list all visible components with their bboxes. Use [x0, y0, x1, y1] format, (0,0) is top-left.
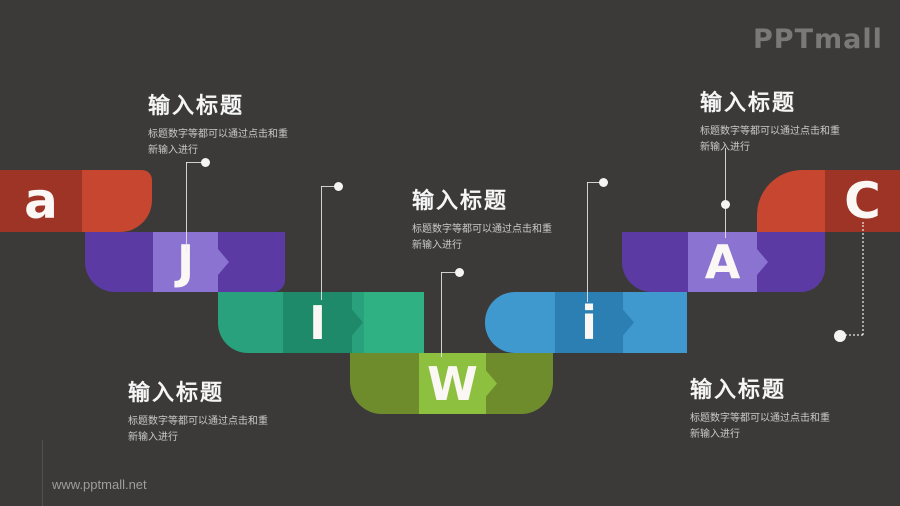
block-body-line1: 标题数字等都可以通过点击和重	[690, 413, 830, 424]
connector-dotted-line	[862, 222, 864, 335]
segment-letter-i-lower: i	[581, 295, 597, 350]
connector-line	[321, 186, 334, 187]
block-title: 输入标题	[690, 377, 787, 402]
ribbon-highlight-i-lower: i	[555, 292, 634, 353]
arrow-tip-icon	[218, 249, 229, 275]
pptmall-logo: PPTmall	[753, 24, 883, 55]
block-body: 标题数字等都可以通过点击和重 新输入进行	[700, 124, 840, 156]
block-body-line2: 新输入进行	[148, 145, 198, 156]
ribbon-segment-c: C	[825, 170, 900, 232]
connector-line	[441, 272, 442, 357]
block-body: 标题数字等都可以通过点击和重 新输入进行	[148, 127, 288, 159]
block-title: 输入标题	[148, 93, 245, 118]
block-body-line2: 新输入进行	[690, 429, 740, 440]
block-body: 标题数字等都可以通过点击和重 新输入进行	[128, 414, 268, 446]
watermark-url: www.pptmall.net	[52, 477, 147, 492]
segment-letter-w: W	[427, 356, 478, 411]
corner-divider-line	[42, 440, 43, 506]
connector-dot	[599, 178, 608, 187]
text-block-bottom-right: 输入标题 标题数字等都可以通过点击和重 新输入进行	[690, 372, 830, 443]
segment-letter-a2: A	[704, 235, 741, 289]
connector-line	[725, 148, 726, 238]
block-title: 输入标题	[128, 380, 225, 405]
text-block-top-left: 输入标题 标题数字等都可以通过点击和重 新输入进行	[148, 88, 288, 159]
connector-line	[321, 186, 322, 300]
connector-dot	[455, 268, 464, 277]
block-body: 标题数字等都可以通过点击和重 新输入进行	[412, 222, 552, 254]
connector-line	[186, 162, 201, 163]
connector-dotted-line	[845, 334, 863, 336]
arrow-tip-icon	[757, 249, 768, 275]
connector-dot	[334, 182, 343, 191]
block-title: 输入标题	[412, 188, 509, 213]
connector-line	[441, 272, 455, 273]
segment-letter-c: C	[844, 172, 881, 230]
ribbon-fold-red-right	[757, 170, 825, 232]
segment-letter-j: J	[176, 235, 195, 289]
ribbon-highlight-j: J	[153, 232, 229, 292]
block-body: 标题数字等都可以通过点击和重 新输入进行	[690, 411, 830, 443]
text-block-bottom-left: 输入标题 标题数字等都可以通过点击和重 新输入进行	[128, 375, 268, 446]
ribbon-segment-i-band-right	[364, 292, 424, 353]
block-body-line1: 标题数字等都可以通过点击和重	[148, 129, 288, 140]
block-body-line1: 标题数字等都可以通过点击和重	[700, 126, 840, 137]
ribbon-segment-a: a	[0, 170, 82, 232]
block-body-line2: 新输入进行	[700, 142, 750, 153]
connector-line	[186, 162, 187, 252]
block-title: 输入标题	[700, 90, 797, 115]
ribbon-highlight-w: W	[419, 353, 497, 414]
block-body-line1: 标题数字等都可以通过点击和重	[412, 224, 552, 235]
connector-line	[587, 182, 600, 183]
block-body-line2: 新输入进行	[128, 432, 178, 443]
connector-dot	[721, 200, 730, 209]
arrow-tip-icon	[352, 309, 363, 336]
text-block-center: 输入标题 标题数字等都可以通过点击和重 新输入进行	[412, 183, 552, 254]
connector-line	[587, 182, 588, 302]
connector-dot	[201, 158, 210, 167]
segment-letter-a: a	[24, 172, 58, 230]
text-block-top-right: 输入标题 标题数字等都可以通过点击和重 新输入进行	[700, 85, 840, 156]
ribbon-highlight-a2: A	[688, 232, 768, 292]
connector-dot	[834, 330, 846, 342]
ribbon-highlight-i-upper: I	[283, 292, 363, 353]
block-body-line2: 新输入进行	[412, 240, 462, 251]
arrow-tip-icon	[486, 370, 497, 397]
block-body-line1: 标题数字等都可以通过点击和重	[128, 416, 268, 427]
ribbon-fold-red-left	[82, 170, 152, 232]
arrow-tip-icon	[623, 309, 634, 336]
segment-letter-i-upper: I	[308, 295, 327, 350]
